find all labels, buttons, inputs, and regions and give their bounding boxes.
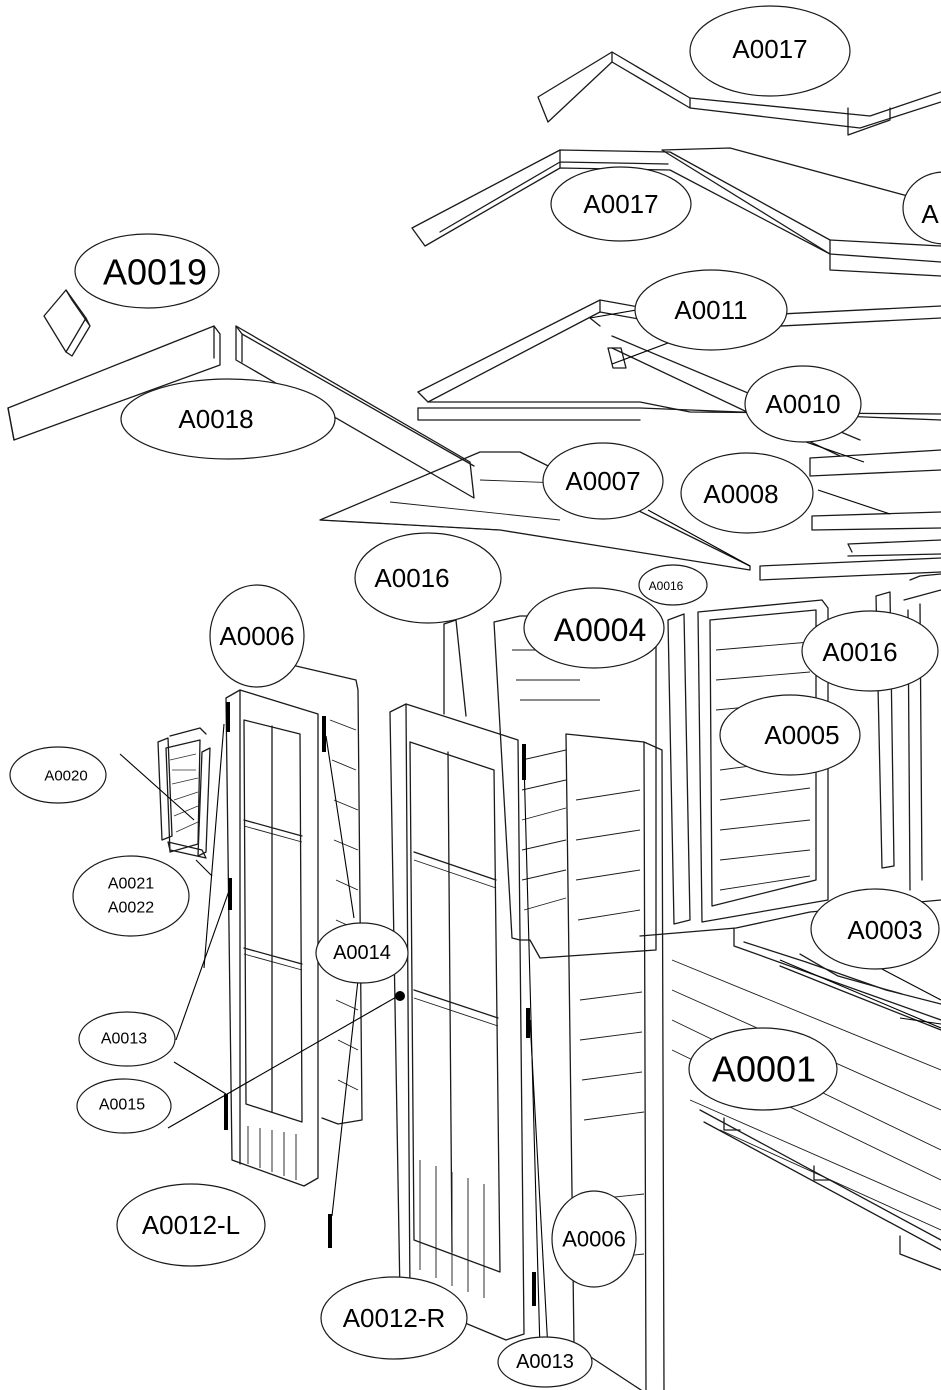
callout-a0006-bottom-text: A0006	[562, 1227, 626, 1252]
door-left	[225, 689, 319, 1187]
callout-a0013-left: A0013	[78, 1011, 176, 1067]
callout-a0017-mid: A0017	[550, 166, 692, 242]
door-left-shutter	[295, 665, 363, 1125]
callout-a0019-text: A0019	[103, 252, 207, 293]
callout-a0016-left-text: A0016	[374, 563, 449, 593]
callout-a0020: A0020	[9, 746, 107, 804]
callout-a0022-text: A0022	[108, 900, 154, 917]
callout-a0021-text: A0021	[108, 876, 154, 893]
barge-board-right-front	[235, 325, 475, 499]
callout-a0011: A0011	[634, 269, 788, 351]
callout-a0016-left: A0016	[354, 532, 502, 624]
callout-a0012-l: A0012-L	[116, 1183, 266, 1267]
callout-a0014: A0014	[315, 922, 409, 984]
callout-a0012-l-text: A0012-L	[142, 1210, 240, 1240]
callout-a0018-text: A0018	[178, 404, 253, 434]
callout-a0016-small-text: A0016	[649, 579, 684, 593]
callout-a0005: A0005	[719, 694, 861, 776]
callout-a0020-text: A0020	[44, 768, 87, 785]
callout-a0021-a0022: A0021 A0022	[72, 855, 190, 937]
callout-a0006-top: A0006	[209, 584, 305, 688]
callout-a0014-text: A0014	[333, 942, 391, 964]
callout-a0016-right: A0016	[801, 610, 939, 692]
finial-block	[43, 289, 91, 357]
door-right-shutter	[565, 733, 665, 1390]
callout-a0018: A0018	[120, 378, 336, 460]
callout-a0007-text: A0007	[565, 466, 640, 496]
callout-a0013-bottom: A0013	[497, 1336, 593, 1388]
callout-a0010-text: A0010	[765, 389, 840, 419]
callout-a0017-top-text: A0017	[732, 34, 807, 64]
callout-a0006-top-text: A0006	[219, 621, 294, 651]
callout-a0012-r: A0012-R	[320, 1276, 468, 1360]
callout-a0005-text: A0005	[764, 720, 839, 750]
callout-a0016-right-text: A0016	[822, 637, 897, 667]
callout-a0013-bottom-text: A0013	[516, 1351, 574, 1373]
callout-a0016-small: A0016	[638, 564, 708, 606]
roof-ridge-cap-top	[537, 51, 941, 136]
callout-a0004-text: A0004	[554, 612, 647, 648]
callout-a0001-text: A0001	[712, 1049, 816, 1090]
callout-a0012-r-text: A0012-R	[343, 1303, 446, 1333]
callout-a0003: A0003	[810, 888, 940, 970]
callout-a0001: A0001	[688, 1027, 838, 1111]
roof-panel-right	[661, 147, 941, 277]
callout-a0017-mid-text: A0017	[583, 189, 658, 219]
window-glazing-unit	[157, 727, 211, 859]
callout-a0008-text: A0008	[703, 479, 778, 509]
callout-a0008: A0008	[680, 452, 814, 534]
callout-a0010: A0010	[744, 365, 862, 443]
callout-a0017-top: A0017	[689, 5, 851, 97]
callout-a0003-text: A0003	[847, 915, 922, 945]
callout-a0015-text: A0015	[99, 1097, 145, 1114]
callout-a0004: A0004	[523, 587, 665, 669]
callout-a0007: A0007	[542, 442, 664, 520]
callout-a0015: A0015	[76, 1078, 172, 1134]
callout-a0017-clipped: A	[902, 171, 941, 245]
callout-a0019: A0019	[74, 233, 220, 309]
callout-a0006-bottom: A0006	[551, 1190, 637, 1288]
barge-board-left-front	[7, 325, 221, 441]
leader-lines	[119, 305, 941, 1351]
callout-a0017-clipped-text: A	[921, 199, 939, 229]
callout-a0011-text: A0011	[674, 295, 747, 325]
callout-a0013-left-text: A0013	[101, 1031, 147, 1048]
hinge-marks	[224, 702, 536, 1306]
